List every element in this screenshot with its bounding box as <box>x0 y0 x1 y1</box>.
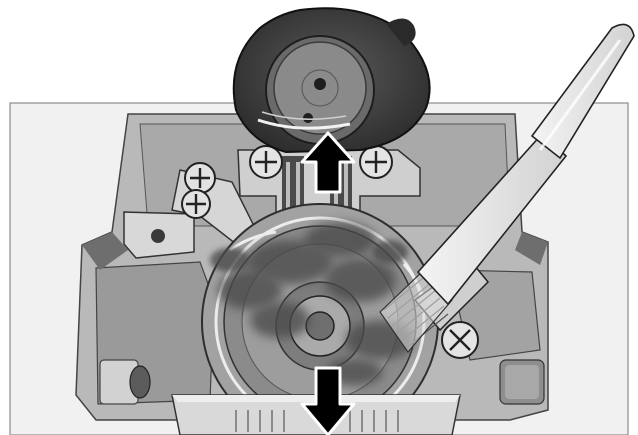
phillips-screw-icon <box>360 146 392 178</box>
bobbin-case-icon <box>234 8 430 152</box>
phillips-screw-icon <box>442 322 478 358</box>
phillips-screw-icon <box>185 163 215 193</box>
phillips-screw-icon <box>250 146 282 178</box>
phillips-screw-icon <box>182 190 210 218</box>
